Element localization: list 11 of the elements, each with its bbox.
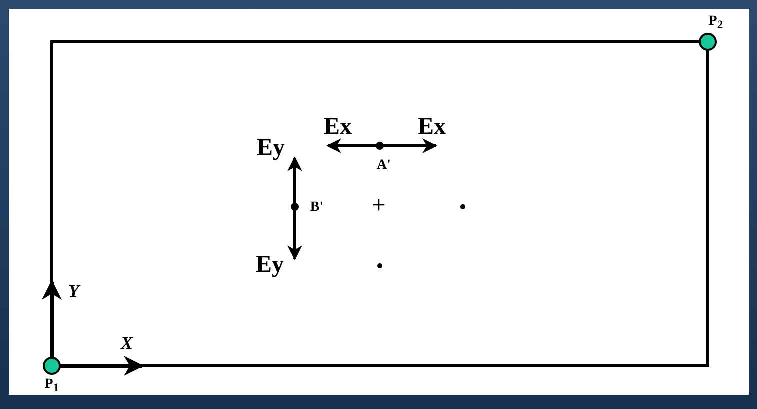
point-label: A' xyxy=(377,159,391,173)
field-label: Ey xyxy=(257,136,285,160)
field-label: Ex xyxy=(324,115,352,139)
axis-label: Y xyxy=(68,282,80,300)
axis-label: X xyxy=(121,334,133,352)
center-mark: + xyxy=(372,194,386,218)
field-label: Ey xyxy=(256,253,284,277)
point-label: P$_{1}$ xyxy=(44,378,60,394)
point-label: P$_{2}$ xyxy=(708,14,724,32)
field-label: Ex xyxy=(418,115,446,139)
point-label: B' xyxy=(310,201,324,215)
